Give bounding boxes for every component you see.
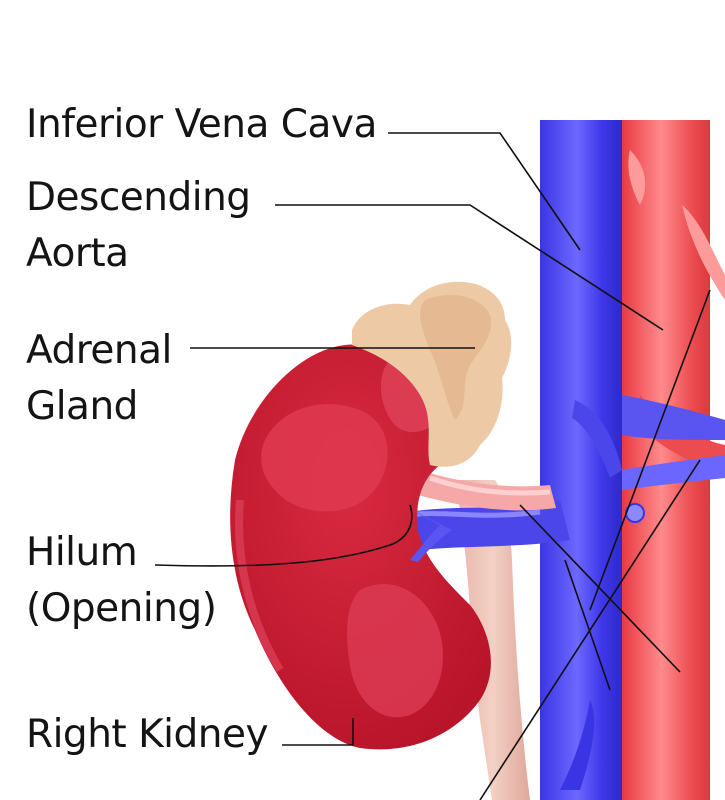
label-inferior-vena-cava-text: Inferior Vena Cava (26, 102, 377, 147)
label-hilum-line1: Hilum (26, 530, 138, 575)
label-hilum-line2: (Opening) (26, 586, 217, 631)
hilum (408, 508, 452, 562)
label-descending-aorta-line2: Aorta (26, 231, 129, 276)
label-descending-aorta-line1: Descending (26, 175, 251, 220)
label-hilum: Hilum (Opening) (26, 525, 217, 637)
label-adrenal-gland-line1: Adrenal (26, 328, 172, 373)
leader-hilum (154, 504, 413, 567)
ureter (455, 480, 530, 800)
label-right-kidney: Right Kidney (26, 707, 269, 763)
label-descending-aorta: Descending Aorta (26, 170, 251, 282)
leader-kidney (282, 718, 354, 746)
label-adrenal-gland-line2: Gland (26, 384, 138, 429)
leader-aorta (275, 204, 664, 331)
label-right-kidney-text: Right Kidney (26, 712, 269, 757)
label-adrenal-gland: Adrenal Gland (26, 323, 172, 435)
label-inferior-vena-cava: Inferior Vena Cava (26, 97, 377, 153)
leader-ivc (388, 132, 581, 251)
leader-lines (154, 132, 711, 800)
